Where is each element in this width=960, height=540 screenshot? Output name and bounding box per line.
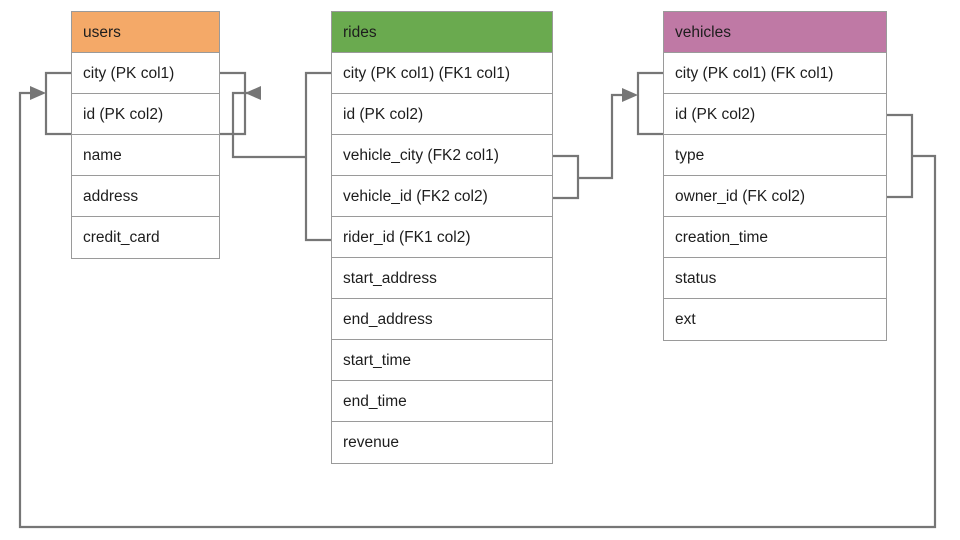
relationship-rides-to-users-source-bracket bbox=[304, 71, 331, 242]
entity-column-rides-revenue: revenue bbox=[343, 434, 400, 451]
entity-column-rides-vehicle_city: vehicle_city (FK2 col1) bbox=[332, 135, 552, 176]
entity-table-users[interactable]: users city (PK col1) id (PK col2) name a… bbox=[71, 11, 220, 259]
relationship-users-left-bracket bbox=[44, 71, 71, 136]
entity-header-vehicles: vehicles bbox=[664, 12, 886, 53]
entity-header-rides: rides bbox=[332, 12, 552, 53]
entity-column-rides-city: city (PK col1) (FK1 col1) bbox=[332, 53, 552, 94]
entity-column-vehicles-type: type bbox=[664, 135, 886, 176]
entity-table-rides[interactable]: rides city (PK col1) (FK1 col1) id (PK c… bbox=[331, 11, 553, 464]
entity-column-rides-end_address: end_address bbox=[332, 299, 552, 340]
entity-column-rides-end_time: end_time bbox=[332, 381, 552, 422]
entity-column-rides-start_address: start_address bbox=[332, 258, 552, 299]
entity-column-rides-start_time: start_time bbox=[332, 340, 552, 381]
entity-table-vehicles[interactable]: vehicles city (PK col1) (FK col1) id (PK… bbox=[663, 11, 887, 341]
relationship-vehicles-left-bracket bbox=[636, 71, 663, 136]
entity-column-rides-id: id (PK col2) bbox=[332, 94, 552, 135]
relationship-users-right-bracket bbox=[220, 71, 247, 136]
entity-column-vehicles-status: status bbox=[664, 258, 886, 299]
entity-column-users-name: name bbox=[72, 135, 219, 176]
arrowhead-into-users-right-icon bbox=[245, 86, 261, 100]
entity-column-vehicles-ext: ext bbox=[675, 311, 696, 328]
entity-column-users-id: id (PK col2) bbox=[72, 94, 219, 135]
entity-column-users-credit_card: credit_card bbox=[83, 229, 160, 246]
entity-column-users-city: city (PK col1) bbox=[72, 53, 219, 94]
entity-column-users-address: address bbox=[72, 176, 219, 217]
arrowhead-into-vehicles-icon bbox=[622, 88, 638, 102]
entity-column-vehicles-id: id (PK col2) bbox=[664, 94, 886, 135]
relationship-rides-to-vehicles-source-bracket bbox=[553, 154, 580, 200]
entity-header-users: users bbox=[72, 12, 219, 53]
entity-column-vehicles-city: city (PK col1) (FK col1) bbox=[664, 53, 886, 94]
arrowhead-into-users-left-icon bbox=[30, 86, 46, 100]
relationship-rides-to-vehicles-line bbox=[578, 93, 632, 180]
relationship-rides-to-users-line bbox=[231, 91, 306, 159]
entity-column-vehicles-creation_time: creation_time bbox=[664, 217, 886, 258]
entity-column-vehicles-owner_id: owner_id (FK col2) bbox=[664, 176, 886, 217]
relationship-vehicles-to-users-line bbox=[887, 113, 914, 199]
entity-column-rides-rider_id: rider_id (FK1 col2) bbox=[332, 217, 552, 258]
entity-column-rides-vehicle_id: vehicle_id (FK2 col2) bbox=[332, 176, 552, 217]
